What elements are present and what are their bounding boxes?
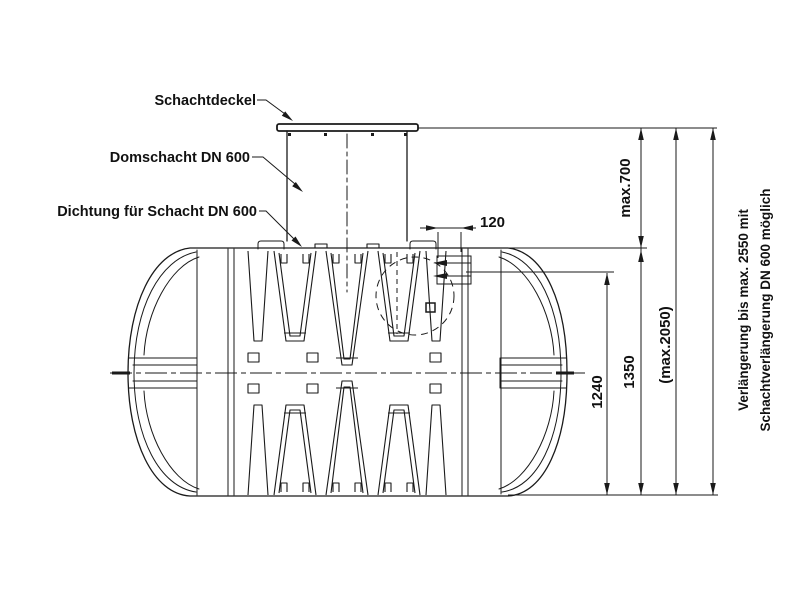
neck-collars: [257, 240, 437, 250]
callout-schachtdeckel: Schachtdeckel: [154, 93, 256, 109]
dim-1350-label: 1350: [621, 355, 638, 388]
dim-max2050-label: (max.2050): [657, 306, 674, 384]
callout-arrowheads: [281, 111, 303, 247]
inlet-socket: [436, 255, 472, 285]
dimension-arrowheads: [604, 128, 716, 495]
inlet-detail: [375, 252, 472, 336]
shaft-cover-plate: [276, 123, 419, 132]
dimension-120: 120: [420, 214, 505, 258]
dim-max700-label: max.700: [617, 158, 634, 217]
dim-120-label: 120: [480, 214, 505, 231]
dome-shaft: [257, 123, 437, 293]
detail-circle: [375, 256, 455, 336]
note-line1: Verlängerung bis max. 2550 mit: [736, 209, 751, 411]
tank-ribs: [247, 243, 447, 496]
callout-leaders: [252, 99, 296, 240]
callout-domschacht: Domschacht DN 600: [110, 150, 250, 166]
note-extension: Verlängerung bis max. 2550 mit Schachtve…: [736, 188, 773, 431]
shaft-walls: [286, 130, 408, 242]
cover-screw-marks: [288, 133, 407, 136]
note-line2: Schachtverlängerung DN 600 möglich: [758, 188, 773, 431]
callout-dichtung: Dichtung für Schacht DN 600: [57, 204, 257, 220]
dimension-chain: max.700 1240 1350 (max.2050): [418, 127, 718, 496]
dim-1240-label: 1240: [589, 375, 606, 408]
